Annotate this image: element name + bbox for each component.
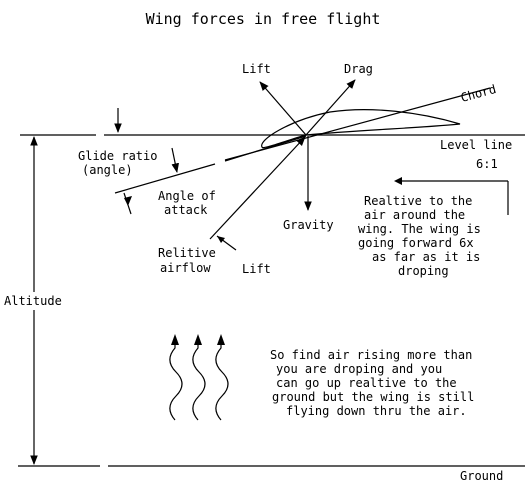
relative-note: Realtive to the air around the wing. The…: [358, 194, 481, 278]
lift-arrow: [259, 81, 307, 136]
relative-note-line: as far as it is: [372, 250, 480, 264]
ratio-bracket-arrowhead: [394, 177, 402, 185]
rising-note-line: flying down thru the air.: [286, 404, 467, 418]
rising-note-line: ground but the wing is still: [272, 390, 474, 404]
lift-top-label: Lift: [242, 62, 271, 76]
relative-airflow-label: Relitive: [158, 246, 216, 260]
chord-label: Chord: [459, 82, 498, 105]
glide-path-line-upper: [224, 135, 307, 162]
airfoil-shape: [261, 109, 461, 149]
relative-airflow-arrow: [209, 136, 306, 240]
rising-note-line: So find air rising more than: [270, 348, 472, 362]
drag-label: Drag: [344, 62, 373, 76]
altitude-label: Altitude: [4, 294, 62, 308]
rising-air-arrowhead: [194, 334, 202, 345]
diagram-title: Wing forces in free flight: [146, 10, 381, 28]
ratio-label: 6:1: [476, 157, 498, 171]
relative-note-line: droping: [398, 264, 449, 278]
drag-arrow: [305, 79, 356, 136]
rising-note-line: can go up realtive to the: [276, 376, 457, 390]
ground-label: Ground: [460, 469, 503, 483]
chord-line: [224, 87, 491, 161]
relative-note-line: Realtive to the: [364, 194, 472, 208]
rising-air-arrows: [169, 334, 229, 421]
relative-note-line: wing. The wing is: [358, 222, 481, 236]
glide-path-line: [114, 163, 216, 194]
rising-air-arrowhead: [217, 334, 225, 345]
rising-air-arrowhead: [171, 334, 179, 345]
rising-air-arrow: [215, 340, 229, 421]
glide-ratio-sub-label: (angle): [82, 163, 133, 177]
relative-airflow-tick-head: [217, 236, 225, 243]
relative-airflow-sub-label: airflow: [160, 261, 211, 275]
angle-of-attack-label: Angle of: [158, 189, 216, 203]
relative-note-line: going forward 6x: [358, 236, 474, 250]
angle-of-attack-sub-label: attack: [164, 203, 208, 217]
glide-angle-arrowhead: [124, 196, 132, 206]
rising-air-arrow: [169, 340, 183, 421]
lift-bottom-label: Lift: [242, 262, 271, 276]
glide-ratio-label: Glide ratio: [78, 149, 157, 163]
relative-note-line: air around the: [364, 208, 465, 222]
gravity-label: Gravity: [283, 218, 334, 232]
level-line-label: Level line: [440, 138, 512, 152]
rising-note-line: you are droping and you: [276, 362, 442, 376]
glide-angle-tick-mid: [171, 147, 179, 173]
rising-note: So find air rising more than you are dro…: [270, 348, 474, 418]
rising-air-arrow: [192, 340, 206, 421]
